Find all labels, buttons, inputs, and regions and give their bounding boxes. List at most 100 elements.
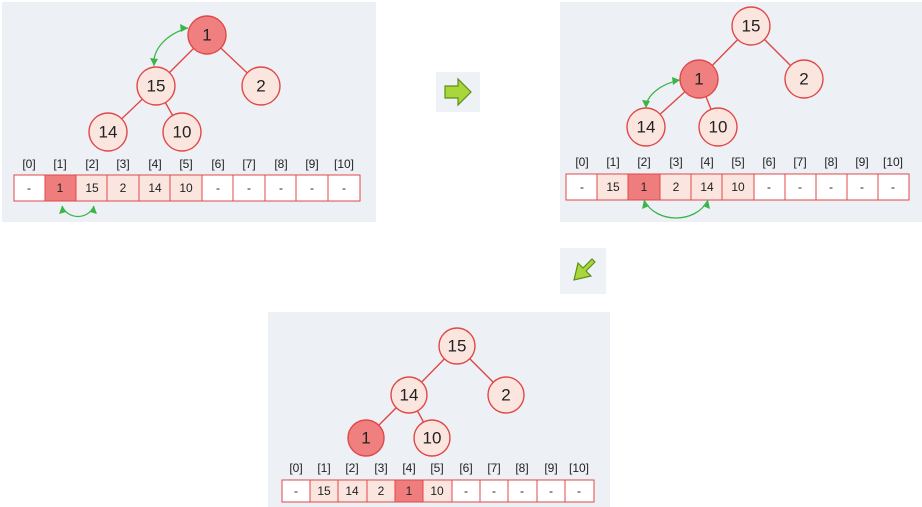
svg-text:[0]: [0]: [289, 461, 302, 475]
array-cell-10: -: [877, 173, 910, 201]
array-cell-4: 14: [138, 174, 171, 202]
svg-text:[9]: [9]: [855, 155, 868, 169]
array-swap-arrowhead-left: [642, 200, 649, 209]
svg-text:-: -: [27, 181, 31, 195]
svg-text:[0]: [0]: [575, 155, 588, 169]
svg-text:[2]: [2]: [85, 157, 98, 171]
svg-text:14: 14: [700, 180, 714, 194]
array-cell-2: 14: [337, 479, 368, 503]
svg-text:[3]: [3]: [374, 461, 387, 475]
svg-text:[7]: [7]: [242, 157, 255, 171]
step-arrow-right: [436, 72, 480, 112]
tree-node-left: 15: [136, 66, 176, 106]
array-swap-arrowhead-right: [703, 200, 710, 209]
svg-text:[1]: [1]: [53, 157, 66, 171]
tree-node-root: 15: [731, 6, 771, 46]
array-cell-7: -: [479, 479, 509, 503]
svg-text:[7]: [7]: [487, 461, 500, 475]
array-cell-2: 1: [627, 173, 661, 201]
array-swap-arrow: [643, 199, 709, 219]
tree-node-left-left: 14: [88, 112, 128, 152]
svg-text:15: 15: [147, 77, 166, 96]
svg-text:1: 1: [406, 484, 413, 498]
svg-text:10: 10: [173, 123, 192, 142]
svg-text:2: 2: [378, 484, 385, 498]
svg-text:[9]: [9]: [305, 157, 318, 171]
array-cell-1: 15: [309, 479, 339, 503]
tree-node-left-right: 10: [698, 107, 738, 147]
svg-text:10: 10: [731, 180, 745, 194]
array-cell-6: -: [451, 479, 481, 503]
array-cell-7: -: [784, 173, 817, 201]
array-cell-2: 15: [75, 174, 108, 202]
svg-text:-: -: [216, 181, 220, 195]
array-swap-arrowhead-left: [59, 206, 66, 214]
svg-text:[1]: [1]: [317, 461, 330, 475]
array-cell-8: -: [507, 479, 538, 503]
heap-step-1-panel: 1 15 2 14 10 [0] [1] [2] [3] [4] [5] [6]…: [2, 2, 376, 222]
svg-text:[7]: [7]: [793, 155, 806, 169]
svg-text:-: -: [294, 484, 298, 498]
heap-array: - 15 1 2 14 10 - - - - -: [565, 173, 910, 201]
array-cell-9: -: [846, 173, 879, 201]
heap-step-2-figure: 15 1 2 14 10 [0] [1] [2] [3] [4] [5] [6]…: [565, 6, 910, 219]
svg-text:-: -: [310, 181, 314, 195]
svg-text:-: -: [247, 181, 251, 195]
svg-text:10: 10: [179, 181, 193, 195]
svg-text:14: 14: [148, 181, 162, 195]
tree-swap-arrow: [153, 27, 189, 67]
svg-text:2: 2: [501, 386, 510, 405]
array-cell-4: 1: [394, 479, 424, 503]
array-cell-3: 2: [366, 479, 396, 503]
step-arrow-down-left: [560, 248, 606, 294]
array-cell-8: -: [264, 174, 297, 202]
svg-text:[5]: [5]: [430, 461, 443, 475]
array-swap-arrow: [61, 205, 95, 218]
svg-text:15: 15: [317, 484, 331, 498]
array-cell-6: -: [753, 173, 786, 201]
heap-step-1-figure: 1 15 2 14 10 [0] [1] [2] [3] [4] [5] [6]…: [13, 15, 361, 218]
svg-text:[4]: [4]: [148, 157, 161, 171]
array-cell-1: 1: [44, 174, 77, 202]
array-cell-1: 15: [596, 173, 629, 201]
svg-text:14: 14: [400, 386, 419, 405]
svg-text:15: 15: [742, 17, 761, 36]
tree-node-left-left: 1: [347, 419, 385, 457]
svg-text:14: 14: [345, 484, 359, 498]
tree-node-root: 15: [438, 327, 476, 365]
svg-text:-: -: [464, 484, 468, 498]
svg-text:10: 10: [430, 484, 444, 498]
svg-text:[5]: [5]: [731, 155, 744, 169]
svg-text:[6]: [6]: [459, 461, 472, 475]
tree-node-left-left: 14: [626, 107, 666, 147]
svg-text:[2]: [2]: [637, 155, 650, 169]
svg-text:[6]: [6]: [211, 157, 224, 171]
svg-text:[8]: [8]: [824, 155, 837, 169]
svg-text:1: 1: [641, 180, 648, 194]
array-cell-10: -: [327, 174, 361, 202]
heap-step-2-panel: 15 1 2 14 10 [0] [1] [2] [3] [4] [5] [6]…: [560, 2, 922, 222]
svg-text:-: -: [279, 181, 283, 195]
tree-node-right: 2: [241, 66, 281, 106]
svg-text:[0]: [0]: [22, 157, 35, 171]
array-cell-10: -: [564, 479, 595, 503]
svg-text:15: 15: [606, 180, 620, 194]
svg-text:[3]: [3]: [669, 155, 682, 169]
tree-node-right: 2: [784, 59, 824, 99]
heap-array: - 1 15 2 14 10 - - - - -: [13, 174, 361, 202]
svg-text:-: -: [520, 484, 524, 498]
heap-step-3-panel: 15 14 2 1 10 [0] [1] [2] [3] [4] [5] [6]…: [268, 312, 610, 507]
svg-text:-: -: [342, 181, 346, 195]
array-cell-5: 10: [169, 174, 203, 202]
tree-node-left: 1: [679, 59, 719, 99]
array-index-row: [0] [1] [2] [3] [4] [5] [6] [7] [8] [9] …: [575, 155, 903, 169]
svg-text:1: 1: [57, 181, 64, 195]
array-cell-9: -: [536, 479, 566, 503]
svg-text:-: -: [549, 484, 553, 498]
heap-array: - 15 14 2 1 10 - - - - -: [281, 479, 595, 503]
array-cell-6: -: [201, 174, 234, 202]
svg-text:10: 10: [709, 118, 728, 137]
svg-text:-: -: [577, 484, 581, 498]
array-index-row: [0] [1] [2] [3] [4] [5] [6] [7] [8] [9] …: [289, 461, 589, 475]
heap-step-3-figure: 15 14 2 1 10 [0] [1] [2] [3] [4] [5] [6]…: [281, 327, 595, 503]
